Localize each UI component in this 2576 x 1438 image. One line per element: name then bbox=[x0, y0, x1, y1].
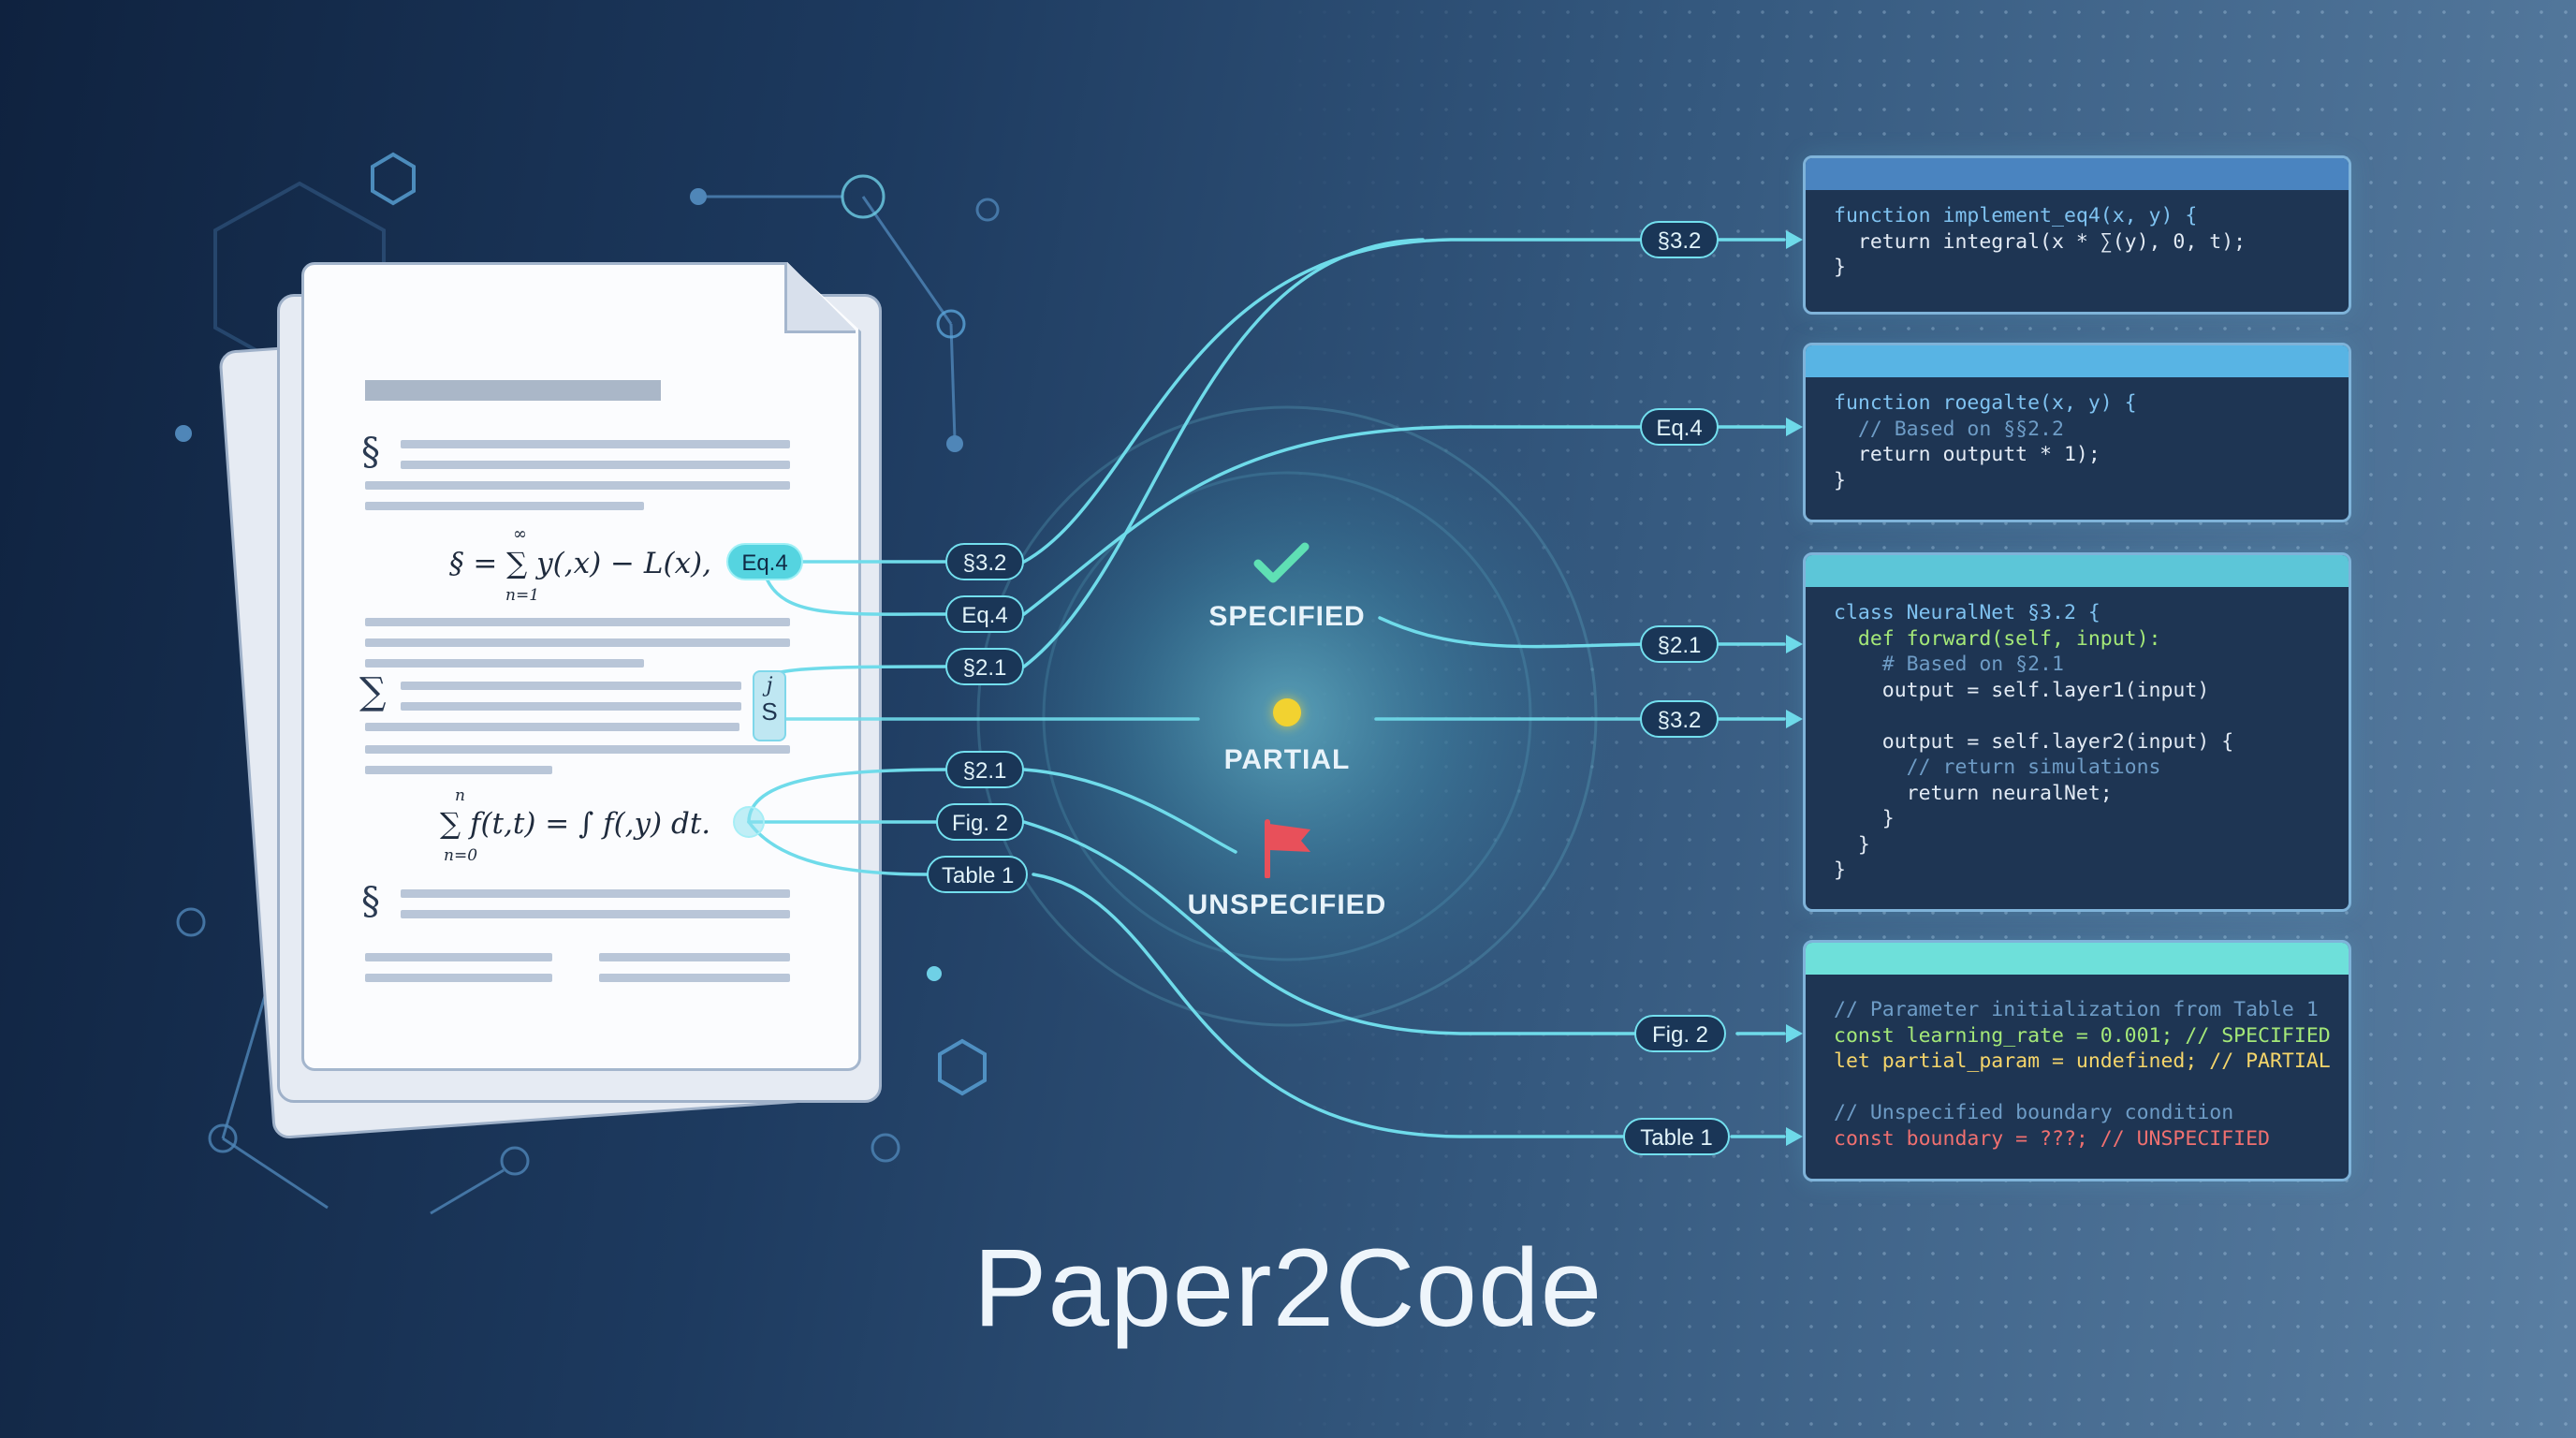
code-line: const boundary = ???; // UNSPECIFIED bbox=[1834, 1126, 2270, 1151]
text-line bbox=[365, 659, 644, 668]
paper-title-bar bbox=[365, 380, 661, 401]
code-line: } bbox=[1834, 468, 1846, 492]
status-partial: PARTIAL bbox=[1223, 744, 1351, 775]
code-line: } bbox=[1834, 807, 1895, 830]
code-line: def forward(self, input): bbox=[1834, 626, 2161, 651]
code-line: // Parameter initialization from Table 1 bbox=[1834, 998, 2319, 1021]
code-line: function implement_eq4(x, y) { bbox=[1834, 204, 2198, 227]
tag-table-1[interactable]: Table 1 bbox=[927, 856, 1028, 893]
code-line: } bbox=[1834, 256, 1846, 279]
text-line bbox=[365, 618, 790, 626]
text-line bbox=[365, 953, 552, 961]
tag-section-2-1-b[interactable]: §2.1 bbox=[945, 751, 1024, 788]
side-marker-j: j bbox=[766, 674, 773, 697]
red-flag-icon bbox=[1265, 819, 1310, 878]
equation-2-superscript: n bbox=[455, 786, 465, 805]
code-line: // return simulations bbox=[1834, 756, 2161, 779]
text-line bbox=[401, 702, 741, 711]
code-line: output = self.layer1(input) bbox=[1834, 678, 2210, 702]
code-line: const learning_rate = 0.001; // SPECIFIE… bbox=[1834, 1023, 2331, 1048]
right-tag-table-1[interactable]: Table 1 bbox=[1623, 1118, 1730, 1155]
code-line: function roegalte(x, y) { bbox=[1834, 391, 2137, 415]
right-tag-section-2-1[interactable]: §2.1 bbox=[1640, 625, 1719, 663]
code-line: let partial_param = undefined; // PARTIA… bbox=[1834, 1049, 2331, 1073]
page-title: Paper2Code bbox=[973, 1226, 1603, 1350]
tag-section-3-2[interactable]: §3.2 bbox=[945, 543, 1024, 580]
partial-dot-icon bbox=[1273, 698, 1301, 726]
status-unspecified: UNSPECIFIED bbox=[1187, 889, 1387, 920]
text-line bbox=[365, 766, 552, 774]
code-line: } bbox=[1834, 858, 1846, 882]
code-line: class NeuralNet §3.2 { bbox=[1834, 601, 2100, 624]
section-symbol: § bbox=[361, 880, 380, 923]
text-line bbox=[401, 440, 790, 448]
code-line: } bbox=[1834, 832, 1870, 857]
equation-2: ∑ f(t,t) = ∫ f(,y) dt. bbox=[440, 807, 711, 841]
right-tag-figure-2[interactable]: Fig. 2 bbox=[1634, 1015, 1726, 1052]
text-line bbox=[401, 682, 741, 690]
equation-1: § = ∑ y(,x) − L(x), bbox=[449, 547, 711, 580]
right-tag-section-3-2[interactable]: §3.2 bbox=[1640, 221, 1719, 258]
text-line bbox=[599, 974, 790, 982]
code-line: return neuralNet; bbox=[1834, 781, 2113, 805]
checkmark-icon bbox=[1253, 542, 1310, 583]
code-panel-header bbox=[1806, 158, 2349, 190]
code-panel-header bbox=[1806, 943, 2349, 975]
right-tag-section-3-2-b[interactable]: §3.2 bbox=[1640, 700, 1719, 738]
code-block: function roegalte(x, y) { // Based on §§… bbox=[1806, 377, 2349, 493]
text-line bbox=[401, 461, 790, 469]
code-block: // Parameter initialization from Table 1… bbox=[1806, 975, 2349, 1152]
code-line: return outputt * 1); bbox=[1834, 443, 2100, 466]
code-line: // Unspecified boundary condition bbox=[1834, 1101, 2234, 1124]
text-line bbox=[365, 502, 644, 510]
code-line: // Based on §§2.2 bbox=[1834, 417, 2064, 441]
side-marker: j S bbox=[753, 670, 786, 741]
tag-eq4-highlight[interactable]: Eq.4 bbox=[726, 543, 803, 580]
tag-eq4[interactable]: Eq.4 bbox=[945, 595, 1024, 633]
code-line: output = self.layer2(input) { bbox=[1834, 729, 2234, 754]
code-panel-header bbox=[1806, 555, 2349, 587]
tag-figure-2[interactable]: Fig. 2 bbox=[936, 803, 1024, 841]
code-line: return integral(x * ∑(y), 0, t); bbox=[1834, 229, 2247, 254]
equation-1-superscript: ∞ bbox=[513, 524, 527, 544]
paper-folded-corner bbox=[784, 262, 856, 333]
code-panel-neuralnet: class NeuralNet §3.2 { def forward(self,… bbox=[1803, 552, 2351, 912]
code-block: class NeuralNet §3.2 { def forward(self,… bbox=[1806, 587, 2349, 884]
code-panel-implement-eq4: function implement_eq4(x, y) { return in… bbox=[1803, 155, 2351, 315]
text-line bbox=[599, 953, 790, 961]
section-symbol: § bbox=[361, 431, 380, 474]
text-line bbox=[365, 745, 790, 754]
sum-symbol: ∑ bbox=[359, 670, 387, 713]
tag-section-2-1[interactable]: §2.1 bbox=[945, 648, 1024, 685]
text-line bbox=[365, 481, 790, 490]
side-marker-s: S bbox=[761, 697, 778, 726]
code-panel-roegalte: function roegalte(x, y) { // Based on §§… bbox=[1803, 343, 2351, 522]
text-line bbox=[365, 974, 552, 982]
code-block: function implement_eq4(x, y) { return in… bbox=[1806, 190, 2349, 281]
code-panel-header bbox=[1806, 345, 2349, 377]
text-line bbox=[401, 910, 790, 918]
code-line: # Based on §2.1 bbox=[1834, 653, 2064, 676]
text-line bbox=[365, 638, 790, 647]
status-specified: SPECIFIED bbox=[1208, 601, 1366, 632]
equation-2-subscript: n=0 bbox=[444, 846, 478, 865]
equation-1-subscript: n=1 bbox=[505, 586, 540, 605]
code-panel-parameters: // Parameter initialization from Table 1… bbox=[1803, 940, 2351, 1181]
right-tag-eq4[interactable]: Eq.4 bbox=[1640, 408, 1719, 446]
text-line bbox=[401, 889, 790, 898]
text-line bbox=[365, 723, 739, 731]
